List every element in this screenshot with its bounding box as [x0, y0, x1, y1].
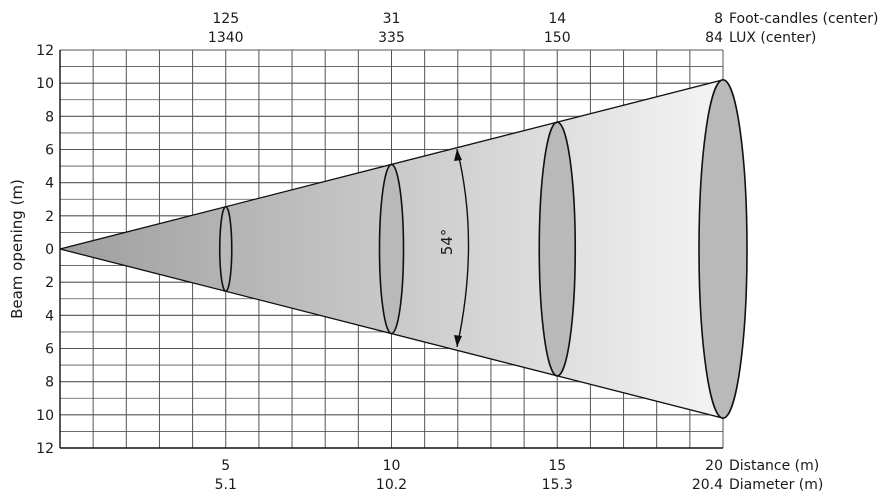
beam-cross-section-15 — [538, 121, 577, 377]
y-tick-label: 10 — [36, 408, 54, 424]
beam-cross-section-10 — [378, 163, 405, 335]
lux-value: 335 — [378, 30, 405, 46]
distance-value: 20 — [705, 458, 723, 474]
distance-value: 10 — [383, 458, 401, 474]
lux-label: LUX (center) — [729, 30, 816, 46]
angle-arrow-bottom — [454, 335, 462, 347]
beam-cone: 54° — [59, 79, 748, 419]
lux-value: 150 — [544, 30, 571, 46]
beam-cross-section-5 — [218, 205, 233, 293]
diameter-value: 20.4 — [692, 477, 723, 493]
y-tick-label: 6 — [45, 342, 54, 358]
footcandles-value: 8 — [714, 11, 723, 27]
distance-value: 15 — [548, 458, 566, 474]
y-tick-label: 0 — [45, 242, 54, 258]
beam-angle-label: 54° — [438, 229, 456, 256]
beam-cross-section-20 — [698, 79, 748, 419]
y-tick-label: 4 — [45, 176, 54, 192]
footcandles-label: Foot-candles (center) — [729, 11, 878, 27]
diameter-label: Diameter (m) — [729, 477, 823, 493]
y-tick-label: 10 — [36, 76, 54, 92]
y-tick-label: 12 — [36, 43, 54, 59]
y-tick-label: 8 — [45, 375, 54, 391]
angle-arc — [456, 148, 470, 348]
y-tick-label: 4 — [45, 308, 54, 324]
y-tick-label: 12 — [36, 441, 54, 457]
y-tick-label: 8 — [45, 109, 54, 125]
angle-arrow-top — [454, 149, 462, 161]
footcandles-value: 31 — [383, 11, 401, 27]
y-tick-label: 6 — [45, 143, 54, 159]
lux-value: 84 — [705, 30, 723, 46]
y-axis-label: Beam opening (m) — [8, 179, 26, 319]
y-tick-label: 2 — [45, 275, 54, 291]
diameter-value: 5.1 — [215, 477, 237, 493]
distance-label: Distance (m) — [729, 458, 819, 474]
diameter-value: 10.2 — [376, 477, 407, 493]
lux-value: 1340 — [208, 30, 244, 46]
footcandles-value: 125 — [212, 11, 239, 27]
axes — [59, 50, 723, 449]
distance-value: 5 — [221, 458, 230, 474]
y-tick-label: 2 — [45, 209, 54, 225]
footcandles-value: 14 — [548, 11, 566, 27]
diameter-value: 15.3 — [542, 477, 573, 493]
